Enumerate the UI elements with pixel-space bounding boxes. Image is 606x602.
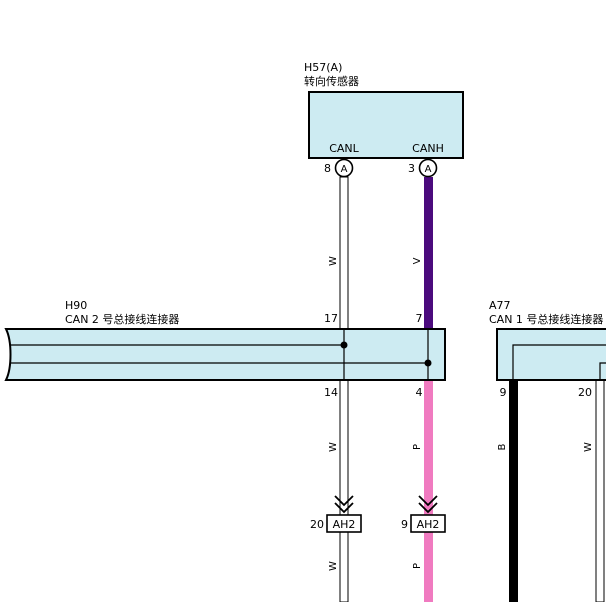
h57-pin-canh-label: CANH bbox=[412, 142, 444, 155]
wire-canh-mid-color: P bbox=[412, 444, 423, 450]
wire-canl-lower-color: W bbox=[328, 561, 339, 571]
h90-junction-canh bbox=[424, 359, 432, 367]
ah2-right-box bbox=[410, 514, 446, 533]
ah2-right-chevron-icon bbox=[418, 495, 438, 514]
h90-junction-canl bbox=[340, 341, 348, 349]
h57-name: 转向传感器 bbox=[304, 74, 359, 88]
ah2-left-pin-number: 20 bbox=[310, 518, 324, 531]
wire-canh-upper bbox=[424, 177, 433, 329]
h90-pin-7: 7 bbox=[416, 312, 423, 325]
a77-pin-20: 20 bbox=[578, 386, 592, 399]
h57-pin-canl-number: 8 bbox=[324, 162, 331, 175]
a77-name: CAN 1 号总接线连接器 bbox=[489, 312, 603, 326]
ah2-right-pin-number: 9 bbox=[401, 518, 408, 531]
wire-canh-lower bbox=[424, 380, 433, 602]
h57-pin-canl-circle bbox=[334, 158, 354, 178]
wire-canl-upper-color: W bbox=[328, 256, 339, 266]
a77-pin-9: 9 bbox=[500, 386, 507, 399]
h90-name: CAN 2 号总接线连接器 bbox=[65, 312, 179, 326]
h57-pin-canh-letter: A bbox=[425, 164, 432, 175]
ah2-right-label: AH2 bbox=[417, 518, 440, 531]
wire-a77-white-color: W bbox=[583, 442, 594, 452]
ah2-left-label: AH2 bbox=[333, 518, 356, 531]
h90-pin-14: 14 bbox=[324, 386, 338, 399]
h57-pin-canh-circle bbox=[418, 158, 438, 178]
h57-id: H57(A) bbox=[304, 61, 342, 74]
h90-pin-17: 17 bbox=[324, 312, 338, 325]
h57-pin-canl-letter: A bbox=[341, 164, 348, 175]
a77-bus-line-inner bbox=[599, 362, 606, 380]
a77-connector-box bbox=[496, 328, 606, 381]
a77-bus-line-outer bbox=[512, 344, 606, 380]
h90-id: H90 bbox=[65, 299, 87, 312]
wire-canl-upper bbox=[339, 176, 349, 330]
h90-connector-body bbox=[4, 328, 446, 381]
wire-canl-mid-color: W bbox=[328, 442, 339, 452]
ah2-left-box bbox=[326, 514, 362, 533]
wire-a77-black-color: B bbox=[497, 443, 508, 450]
wire-canh-upper-color: V bbox=[412, 257, 423, 264]
h57-pin-canh-number: 3 bbox=[408, 162, 415, 175]
wire-a77-white bbox=[595, 379, 605, 602]
h90-pin-4: 4 bbox=[416, 386, 423, 399]
wire-canh-lower-color: P bbox=[412, 563, 423, 569]
h57-pin-canl-label: CANL bbox=[329, 142, 359, 155]
a77-id: A77 bbox=[489, 299, 511, 312]
h57-connector-box bbox=[308, 91, 464, 159]
ah2-left-chevron-icon bbox=[334, 495, 354, 514]
wire-a77-black bbox=[509, 380, 518, 602]
wire-canl-lower bbox=[339, 379, 349, 602]
